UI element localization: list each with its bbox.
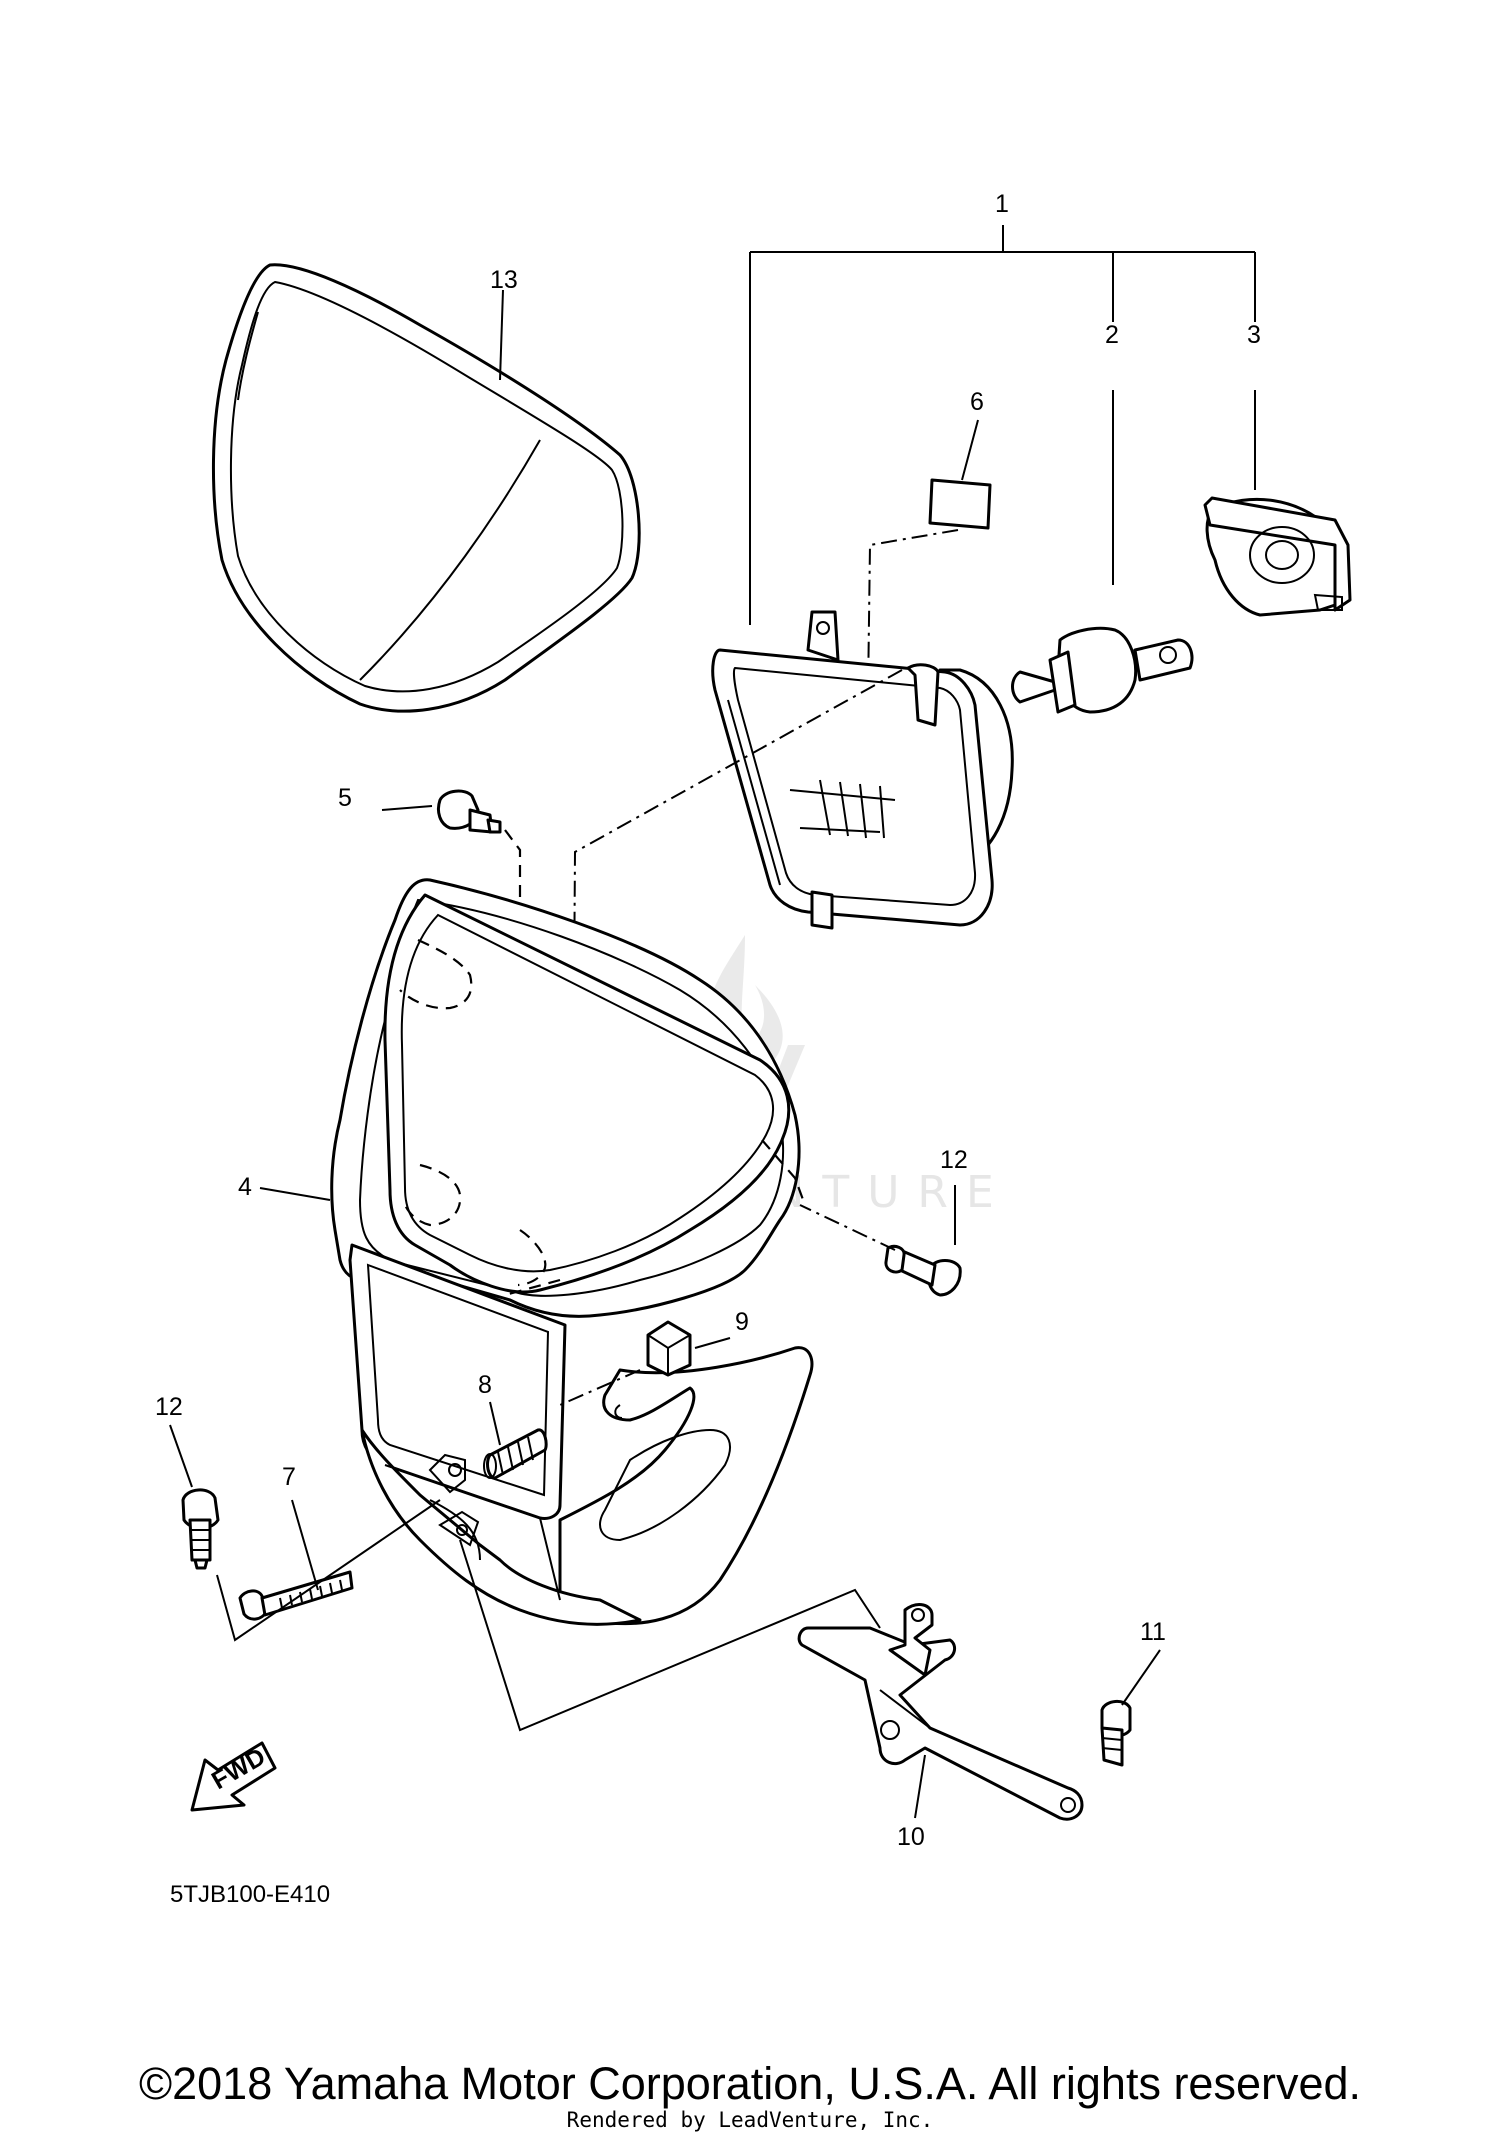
assembly-bracket [749,225,1256,625]
callout-3: 3 [1247,321,1261,349]
callout-1: 1 [995,190,1009,218]
screw-12-left-part [181,1488,220,1570]
callout-11: 11 [1140,1618,1166,1646]
bracket-10-part [797,1603,1084,1821]
socket-cover-part [1203,496,1352,617]
callout-8: 8 [478,1371,492,1399]
copyright-notice: ©2018 Yamaha Motor Corporation, U.S.A. A… [138,2058,1362,2109]
screw-12-right-part [799,1204,962,1297]
screw-11-part [1100,1700,1132,1767]
callout-5: 5 [338,784,352,812]
rendered-by-note: Rendered by LeadVenture, Inc. [566,2108,934,2132]
bulb-part [1011,626,1194,714]
bolt-7-part [238,1570,354,1621]
callout-2: 2 [1105,321,1119,349]
damper-8-part [483,1428,548,1480]
nut-9-part [559,1320,692,1406]
callout-13: 13 [490,266,518,294]
callout-6: 6 [970,388,984,416]
callout-12-right: 12 [940,1146,968,1174]
callout-12-left: 12 [155,1393,183,1421]
headlight-unit-part [711,610,1014,930]
callout-10: 10 [897,1823,925,1851]
diagram-code: 5TJB100-E410 [170,1881,331,1908]
callout-4: 4 [238,1173,252,1201]
fwd-arrow-icon: FWD [190,1741,277,1812]
callout-7: 7 [282,1463,296,1491]
callout-9: 9 [735,1308,749,1336]
visor-part [211,263,641,713]
